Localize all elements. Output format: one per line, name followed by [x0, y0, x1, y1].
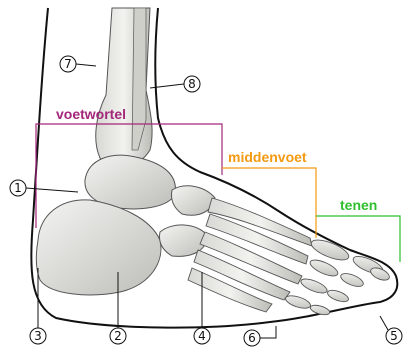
callout-number-7: 7 — [64, 57, 72, 71]
callout-1: 1 — [10, 180, 78, 196]
callout-number-3: 3 — [34, 329, 42, 343]
talus-bone — [85, 155, 176, 209]
label-voetwortel: voetwortel — [56, 106, 126, 122]
callout-number-1: 1 — [14, 181, 22, 195]
callout-7: 7 — [60, 56, 96, 72]
fibula-bone — [132, 8, 146, 150]
callout-number-5: 5 — [390, 329, 398, 343]
label-middenvoet: middenvoet — [228, 149, 307, 165]
label-tenen: tenen — [340, 197, 377, 213]
metatarsal-bones — [188, 198, 312, 312]
callout-6: 6 — [244, 326, 276, 346]
callout-number-4: 4 — [198, 329, 206, 343]
callout-number-8: 8 — [188, 77, 196, 91]
callout-8: 8 — [150, 76, 200, 92]
calcaneus-bone — [36, 200, 161, 295]
callout-5: 5 — [380, 316, 402, 344]
callout-number-2: 2 — [114, 329, 122, 343]
callout-number-6: 6 — [248, 331, 256, 345]
